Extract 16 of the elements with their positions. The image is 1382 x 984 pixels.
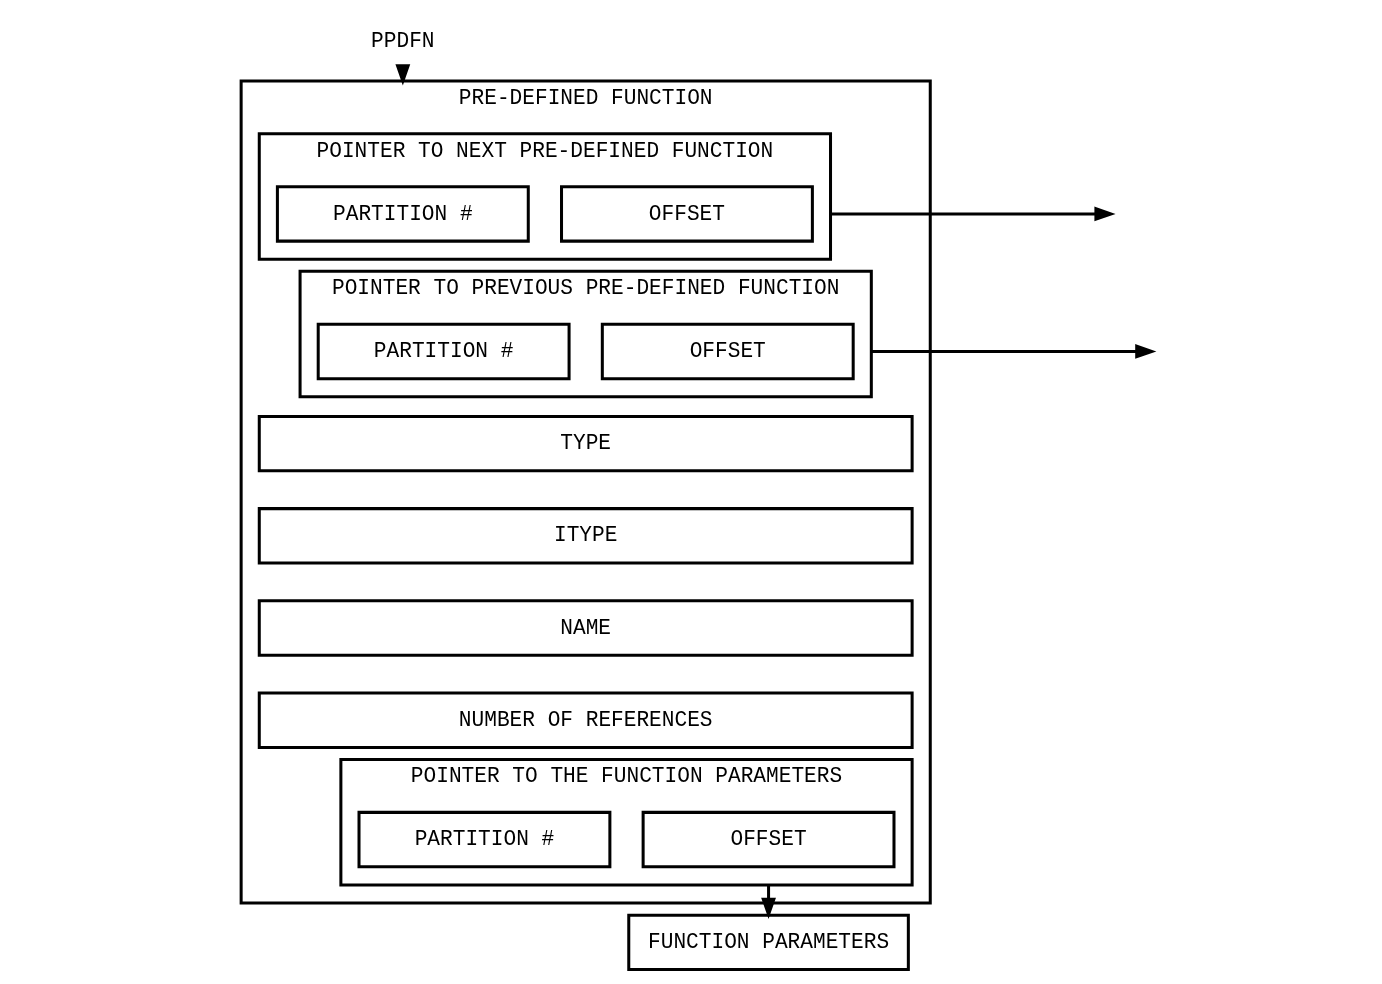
node-box: OFFSET bbox=[560, 185, 814, 243]
node-box: ITYPE bbox=[257, 507, 914, 565]
node-box: TYPE bbox=[257, 414, 914, 473]
node-box: FUNCTION PARAMETERS bbox=[627, 913, 910, 972]
arrow bbox=[395, 64, 411, 86]
node-box: OFFSET bbox=[641, 810, 896, 869]
node-box: PARTITION # bbox=[275, 185, 530, 243]
node-box: OFFSET bbox=[600, 322, 855, 381]
node-box: PARTITION # bbox=[316, 322, 571, 381]
arrow bbox=[871, 344, 1157, 359]
arrow bbox=[761, 884, 776, 920]
node-text: PPDFN bbox=[371, 29, 435, 54]
node-box: NAME bbox=[257, 599, 914, 657]
arrow bbox=[830, 206, 1116, 222]
node-box: NUMBER OF REFERENCES bbox=[257, 691, 914, 749]
node-box: PARTITION # bbox=[357, 810, 612, 869]
